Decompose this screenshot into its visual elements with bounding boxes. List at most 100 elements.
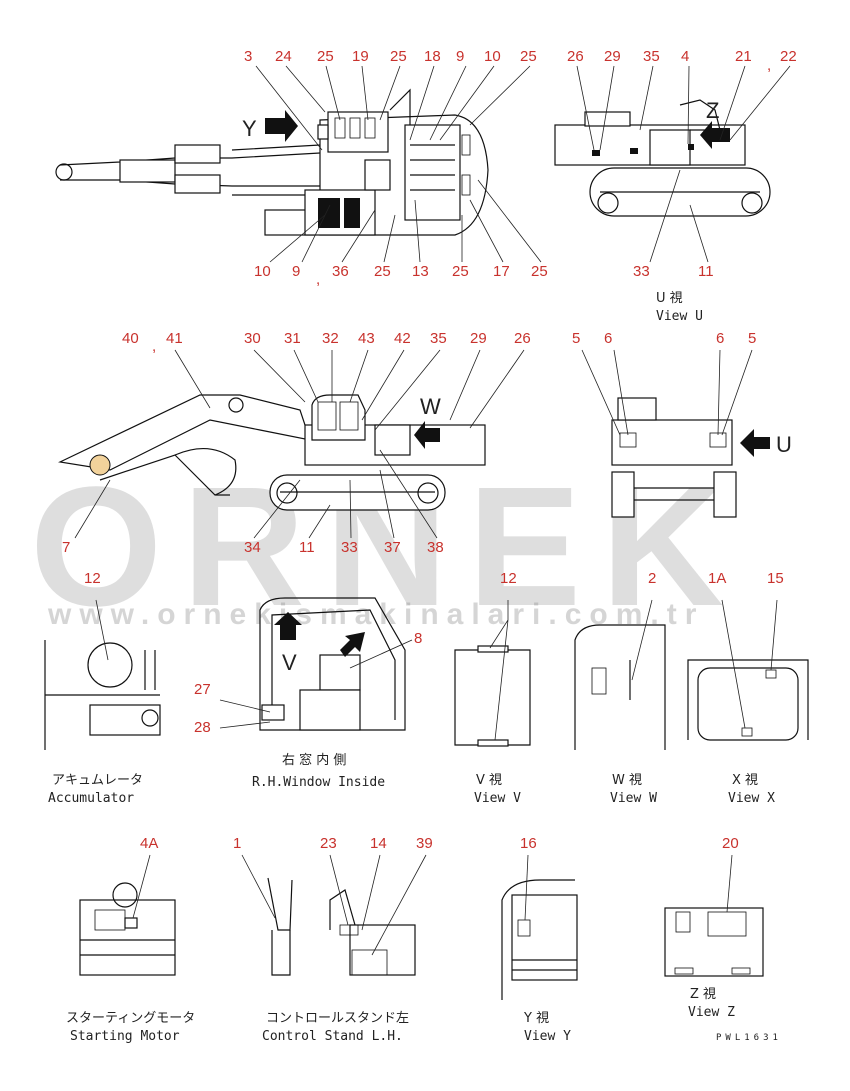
callout: 20 bbox=[722, 835, 739, 852]
callout: 29 bbox=[470, 330, 487, 347]
callout: 30 bbox=[244, 330, 261, 347]
callout: 21 bbox=[735, 48, 752, 65]
callout: 16 bbox=[520, 835, 537, 852]
callout: 15 bbox=[767, 570, 784, 587]
callout: 26 bbox=[567, 48, 584, 65]
view-v-label: V bbox=[282, 650, 297, 675]
view-y-callouts: 16 Y 視 View Y bbox=[520, 835, 571, 1044]
callout: 25 bbox=[531, 263, 548, 280]
callout: 1A bbox=[708, 570, 726, 587]
callout: , bbox=[316, 271, 320, 288]
callout: 8 bbox=[414, 630, 422, 647]
callout: 36 bbox=[332, 263, 349, 280]
callout: 9 bbox=[456, 48, 464, 65]
top-view-drawing: Y bbox=[55, 88, 489, 236]
callout: 26 bbox=[514, 330, 531, 347]
starting-motor-caption-jp: スターティングモータ bbox=[66, 1011, 195, 1026]
callout: 19 bbox=[352, 48, 369, 65]
callout: 13 bbox=[412, 263, 429, 280]
control-stand-callouts: 1 23 14 39 コントロールスタンド左 Control Stand L.H… bbox=[233, 835, 433, 1044]
callout: 41 bbox=[166, 330, 183, 347]
view-z-caption-jp: Z 視 bbox=[690, 987, 716, 1002]
view-z-callouts: 20 Z 視 View Z bbox=[688, 835, 739, 1020]
view-y-caption: View Y bbox=[524, 1029, 571, 1044]
callout: 11 bbox=[299, 539, 315, 556]
starting-motor-callouts: 4A スターティングモータ Starting Motor bbox=[66, 835, 195, 1044]
view-x-drawing bbox=[687, 659, 809, 741]
control-stand-drawing bbox=[267, 877, 416, 976]
view-w-label: W bbox=[420, 394, 441, 419]
view-v-callouts: 12 V 視 View V bbox=[474, 570, 521, 806]
callout: 12 bbox=[84, 570, 101, 587]
view-w-drawing bbox=[574, 624, 666, 750]
callout: , bbox=[152, 338, 156, 355]
callout: , bbox=[767, 57, 771, 74]
callout: 33 bbox=[341, 539, 358, 556]
accumulator-caption: Accumulator bbox=[48, 791, 134, 806]
callout: 40 bbox=[122, 330, 139, 347]
callout: 35 bbox=[643, 48, 660, 65]
accumulator-caption-jp: アキュムレータ bbox=[52, 773, 143, 788]
rear-view-callouts: 5 6 6 5 bbox=[572, 330, 756, 436]
window-caption: R.H.Window Inside bbox=[252, 775, 385, 790]
callout: 10 bbox=[484, 48, 501, 65]
callout: 5 bbox=[572, 330, 580, 347]
callout: 11 bbox=[698, 263, 714, 280]
side-view-callouts: 40 , 41 30 31 32 43 42 35 29 26 7 34 11 … bbox=[62, 330, 531, 556]
view-w-caption-jp: W 視 bbox=[612, 773, 642, 788]
callout: 18 bbox=[424, 48, 441, 65]
watermark-url: www.ornekismakinalari.com.tr bbox=[47, 598, 704, 631]
view-u-callouts: 26 29 35 4 21 , 22 33 11 U 視 View U bbox=[567, 48, 797, 324]
callout: 4A bbox=[140, 835, 158, 852]
view-u-caption: View U bbox=[656, 309, 703, 324]
view-y-drawing bbox=[501, 879, 578, 1000]
callout: 32 bbox=[322, 330, 339, 347]
view-w-caption: View W bbox=[610, 791, 657, 806]
view-u-drawing: Z bbox=[554, 98, 771, 217]
callout: 35 bbox=[430, 330, 447, 347]
starting-motor-drawing bbox=[79, 882, 176, 976]
window-drawing: V bbox=[259, 597, 406, 731]
callout: 12 bbox=[500, 570, 517, 587]
callout: 25 bbox=[520, 48, 537, 65]
callout: 4 bbox=[681, 48, 689, 65]
callout: 5 bbox=[748, 330, 756, 347]
rear-view-drawing: U bbox=[611, 397, 792, 518]
callout: 23 bbox=[320, 835, 337, 852]
view-v-caption: View V bbox=[474, 791, 521, 806]
accumulator-drawing bbox=[44, 640, 161, 750]
control-stand-caption-jp: コントロールスタンド左 bbox=[266, 1011, 409, 1026]
callout: 22 bbox=[780, 48, 797, 65]
callout: 39 bbox=[416, 835, 433, 852]
callout: 34 bbox=[244, 539, 261, 556]
callout: 25 bbox=[317, 48, 334, 65]
callout: 31 bbox=[284, 330, 301, 347]
view-u-caption-jp: U 視 bbox=[656, 291, 683, 306]
control-stand-caption: Control Stand L.H. bbox=[262, 1029, 403, 1044]
callout: 3 bbox=[244, 48, 252, 65]
view-y-caption-jp: Y 視 bbox=[523, 1011, 549, 1026]
callout: 29 bbox=[604, 48, 621, 65]
callout: 9 bbox=[292, 263, 300, 280]
view-v-caption-jp: V 視 bbox=[476, 773, 502, 788]
view-u-label: U bbox=[776, 432, 792, 457]
callout: 37 bbox=[384, 539, 401, 556]
callout: 42 bbox=[394, 330, 411, 347]
callout: 43 bbox=[358, 330, 375, 347]
side-view-drawing: W bbox=[58, 394, 486, 511]
top-view-callouts: 3 24 25 19 25 18 9 10 25 10 9 , 36 25 13… bbox=[244, 48, 548, 288]
view-y-label: Y bbox=[242, 116, 257, 141]
view-x-caption-jp: X 視 bbox=[732, 773, 758, 788]
view-x-caption: View X bbox=[728, 791, 775, 806]
callout: 25 bbox=[374, 263, 391, 280]
callout: 27 bbox=[194, 681, 211, 698]
callout: 14 bbox=[370, 835, 387, 852]
drawing-code: PWL1631 bbox=[716, 1033, 782, 1043]
view-z-caption: View Z bbox=[688, 1005, 735, 1020]
callout: 33 bbox=[633, 263, 650, 280]
callout: 38 bbox=[427, 539, 444, 556]
accumulator-callouts: 12 アキュムレータ Accumulator bbox=[48, 570, 143, 806]
callout: 6 bbox=[604, 330, 612, 347]
view-v-drawing bbox=[454, 645, 531, 747]
